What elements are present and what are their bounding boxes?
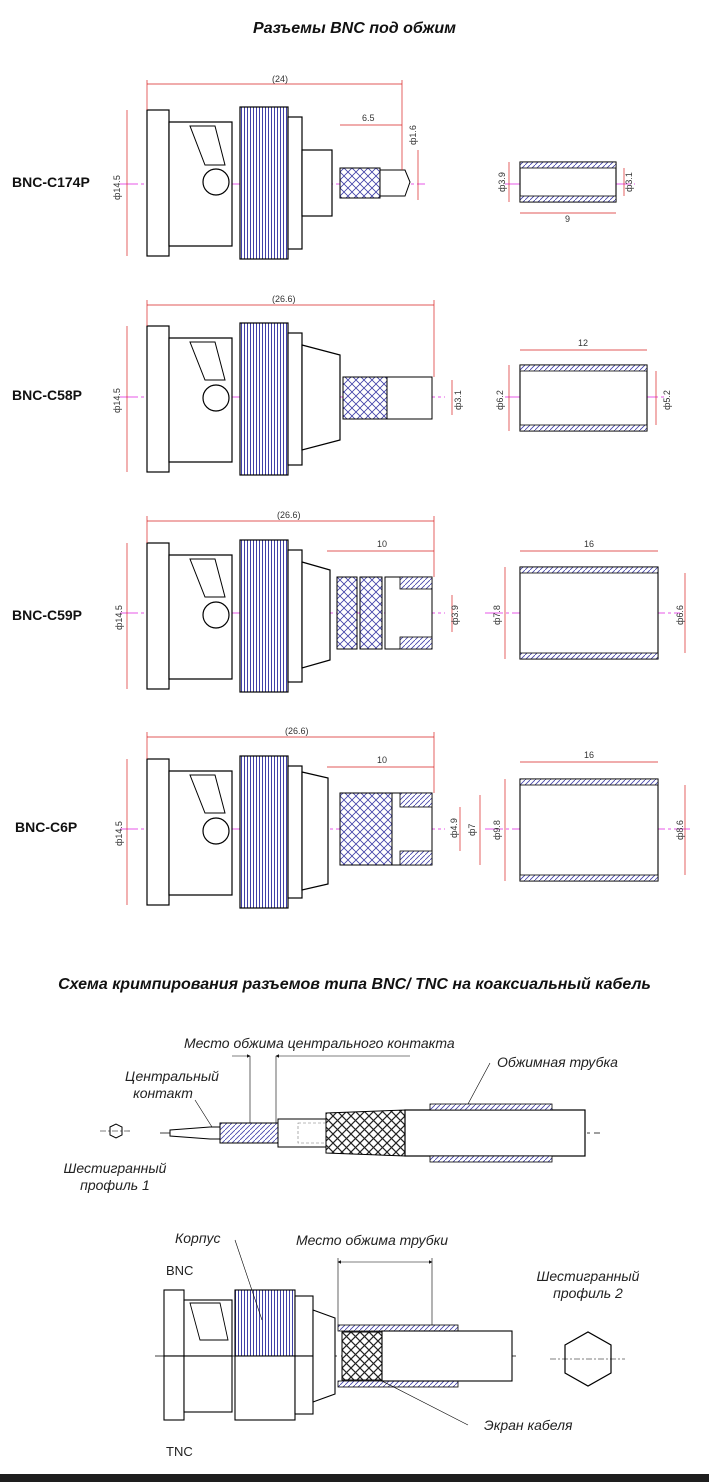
- sleeve-len: 16: [584, 539, 594, 549]
- label-body: Корпус: [175, 1230, 221, 1246]
- connector-drawing-c59p: (26.6) 10 ф14.5 ф3.9 16 ф7.8 ф6.6: [114, 510, 686, 693]
- sleeve-id: ф5.2: [662, 390, 672, 410]
- sleeve-id: ф3.1: [624, 172, 634, 192]
- sleeve-od: ф6.2: [495, 390, 505, 410]
- label-hex-profile-1: Шестигранный профиль 1: [55, 1160, 175, 1194]
- label-hex-profile-2-line1: Шестигранный: [536, 1268, 640, 1284]
- model-label-c59p: BNC-C59P: [12, 607, 83, 623]
- dim-pin: ф4.9: [449, 818, 459, 838]
- sleeve-od: ф9.8: [492, 820, 502, 840]
- label-hex-profile-2: Шестигранный профиль 2: [528, 1268, 648, 1302]
- crimp-body-diagram: [155, 1239, 625, 1426]
- label-hex-profile-1-line1: Шестигранный: [63, 1160, 167, 1176]
- label-center-crimp-place: Место обжима центрального контакта: [184, 1035, 455, 1051]
- connector-drawing-c6p: (26.6) 10 ф14.5 ф4.9 ф7 16 ф9.8 ф8.6: [114, 726, 690, 909]
- connector-drawing-c58p: (26.6) ф14.5 ф3.1 12 ф6.2 ф5.2: [112, 294, 672, 476]
- dim-dia: ф14.5: [112, 175, 122, 200]
- dim-overall: (26.6): [285, 726, 309, 736]
- sleeve-len: 9: [565, 214, 570, 224]
- bottom-bar: [0, 1474, 709, 1482]
- sleeve-od: ф7.8: [492, 605, 502, 625]
- model-label-c174p: BNC-C174P: [12, 174, 90, 190]
- model-label-c6p: BNC-C6P: [15, 819, 78, 835]
- connector-drawing-c174p: (24) 6.5 ф14.5 ф1.6 9 ф3.9 ф3.1: [112, 74, 635, 260]
- label-bnc: BNC: [166, 1263, 194, 1278]
- dim-dia: ф14.5: [112, 388, 122, 413]
- dim-dia: ф14.5: [114, 605, 124, 630]
- sleeve-len: 12: [578, 338, 588, 348]
- dim-pin2: ф7: [467, 824, 477, 836]
- dim-a: 10: [377, 539, 387, 549]
- label-cable-shield: Экран кабеля: [484, 1417, 573, 1433]
- crimp-center-contact-diagram: [100, 1054, 600, 1163]
- label-center-contact-line1: Центральный: [125, 1068, 219, 1084]
- sleeve-len: 16: [584, 750, 594, 760]
- sleeve-id: ф8.6: [675, 820, 685, 840]
- label-tube-crimp-place: Место обжима трубки: [296, 1232, 449, 1248]
- dim-pin: ф3.9: [450, 605, 460, 625]
- model-label-c58p: BNC-C58P: [12, 387, 83, 403]
- page-title: Разъемы BNC под обжим: [253, 20, 456, 37]
- dim-a: 6.5: [362, 113, 375, 123]
- label-center-contact-line2: контакт: [133, 1085, 193, 1101]
- label-crimp-tube: Обжимная трубка: [497, 1054, 618, 1070]
- sleeve-id: ф6.6: [675, 605, 685, 625]
- dim-overall: (26.6): [272, 294, 296, 304]
- dim-pin: ф1.6: [408, 125, 418, 145]
- label-center-contact: Центральный контакт: [112, 1068, 232, 1102]
- section-title-crimp: Схема кримпирования разъемов типа BNC/ T…: [58, 976, 651, 993]
- dim-overall: (26.6): [277, 510, 301, 520]
- dim-overall: (24): [272, 74, 288, 84]
- dim-a: 10: [377, 755, 387, 765]
- dim-pin: ф3.1: [453, 390, 463, 410]
- sleeve-od: ф3.9: [497, 172, 507, 192]
- label-hex-profile-1-line2: профиль 1: [80, 1177, 150, 1193]
- label-hex-profile-2-line2: профиль 2: [553, 1285, 623, 1301]
- label-tnc: TNC: [166, 1444, 193, 1459]
- dim-dia: ф14.5: [114, 821, 124, 846]
